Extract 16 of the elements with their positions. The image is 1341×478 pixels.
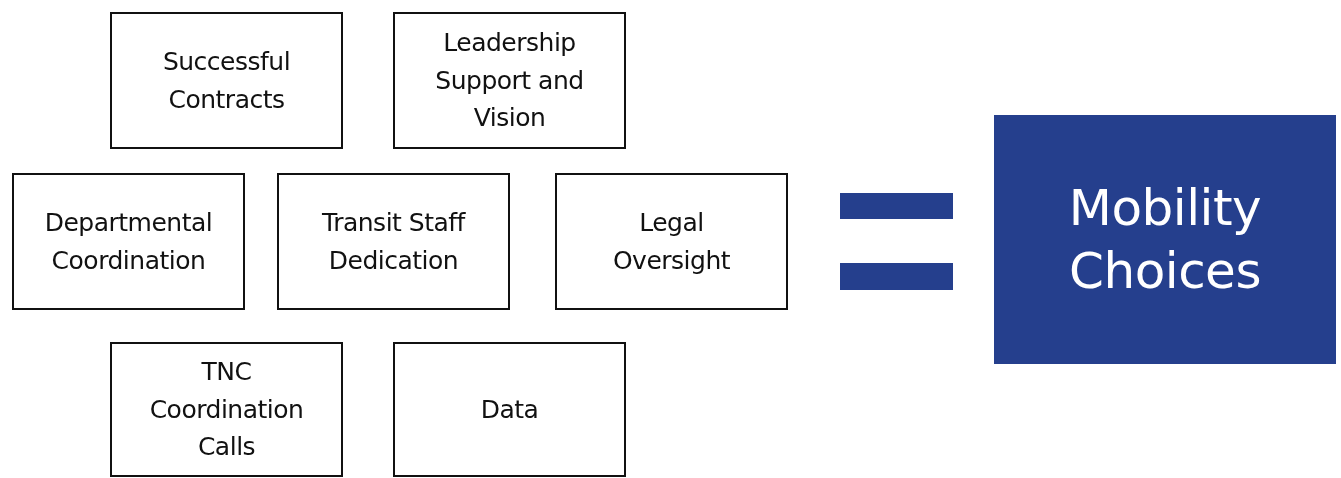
- factor-label: TNC Coordination Calls: [149, 356, 304, 464]
- factor-box: [110, 12, 343, 149]
- factor-label: Departmental Coordination: [44, 207, 213, 277]
- factor-label: Transit Staff Dedication: [321, 207, 467, 277]
- factor-box: [393, 12, 626, 149]
- factor-box: [555, 173, 788, 310]
- result-box: [994, 115, 1336, 364]
- factor-label: Data: [480, 393, 539, 426]
- factor-box: [393, 342, 626, 477]
- factor-label: Leadership Support and Vision: [435, 27, 584, 135]
- factor-box: [110, 342, 343, 477]
- factor-box: [12, 173, 245, 310]
- factor-box: [277, 173, 510, 310]
- factor-label: Legal Oversight: [611, 207, 732, 277]
- result-label: Mobility Choices: [1067, 178, 1263, 302]
- factor-label: Successful Contracts: [161, 46, 292, 116]
